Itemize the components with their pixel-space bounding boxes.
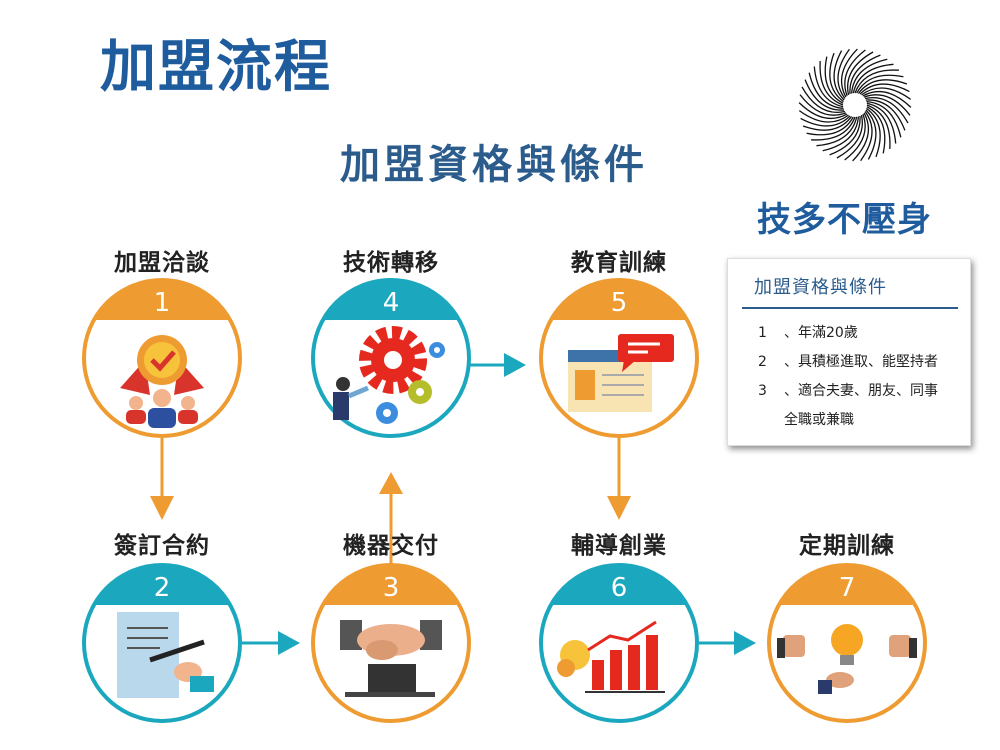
spiral-stroke — [863, 94, 911, 116]
spiral-stroke — [829, 52, 844, 103]
spiral-stroke — [864, 97, 909, 124]
step-number: 3 — [383, 573, 400, 603]
spiral-stroke — [854, 69, 899, 94]
spiral-stroke — [808, 72, 844, 110]
step-number: 7 — [839, 573, 856, 603]
step-number: 4 — [383, 288, 400, 318]
spiral-stroke — [837, 48, 850, 99]
spiral-stroke — [852, 63, 894, 94]
list-item: 1 、年滿20歲 — [758, 319, 970, 348]
arrow-6-to-7 — [699, 631, 756, 655]
step-label: 簽訂合約 — [114, 532, 210, 559]
step-1: 加盟洽談 1 — [82, 249, 242, 438]
spiral-logo — [798, 48, 912, 162]
arrow-5-to-6 — [607, 438, 631, 520]
spiral-stroke — [829, 115, 861, 156]
slogan: 技多不壓身 — [757, 200, 932, 240]
step-5: 教育訓練 5 — [539, 249, 699, 438]
step-label: 教育訓練 — [571, 249, 667, 276]
spiral-stroke — [801, 86, 846, 113]
spiral-stroke — [866, 107, 881, 158]
qualification-card: 加盟資格與條件 1 、年滿20歲 2 、具積極進取、能堅持者 3 、適合夫妻、朋友、同… — [727, 258, 971, 446]
list-item: 3 、適合夫妻、朋友、同事 — [758, 377, 970, 406]
step-3: 機器交付 3 — [311, 532, 471, 723]
card-divider — [742, 307, 958, 309]
idea-bulb-icon — [777, 624, 917, 694]
list-item: 全職或兼職 — [758, 406, 970, 435]
card-title: 加盟資格與條件 — [754, 277, 887, 298]
spiral-stroke — [844, 113, 866, 161]
arrow-4-to-5 — [470, 353, 526, 377]
page-title: 加盟流程 — [100, 35, 332, 100]
step-6: 輔導創業 6 — [539, 532, 699, 723]
spiral-stroke — [847, 51, 874, 96]
qualification-list: 1 、年滿20歲 2 、具積極進取、能堅持者 3 、適合夫妻、朋友、同事 全職或兼職 — [728, 319, 970, 435]
step-4: 技術轉移 4 — [311, 249, 471, 438]
item-text: 全職或兼職 — [784, 412, 854, 428]
spiral-stroke — [849, 54, 881, 95]
spiral-stroke — [850, 58, 888, 94]
spiral-stroke — [811, 116, 856, 141]
step-label: 加盟洽談 — [113, 249, 210, 276]
step-7: 定期訓練 7 — [767, 532, 927, 723]
growth-chart-icon — [557, 620, 665, 693]
spiral-stroke — [840, 48, 858, 98]
spiral-stroke — [799, 94, 847, 116]
spiral-stroke — [800, 115, 851, 127]
spiral-stroke — [860, 111, 873, 162]
spiral-stroke — [866, 106, 886, 154]
step-2: 簽訂合約 2 — [82, 532, 242, 723]
spiral-stroke — [833, 50, 845, 101]
spiral-stroke — [844, 49, 866, 97]
spiral-stroke — [836, 114, 863, 159]
page-subtitle: 加盟資格與條件 — [340, 142, 648, 188]
item-number: 2 — [758, 354, 767, 370]
spiral-stroke — [798, 110, 849, 123]
step-number: 1 — [154, 288, 171, 318]
spiral-stroke — [859, 83, 910, 95]
step-label: 機器交付 — [343, 532, 439, 559]
item-number: 1 — [758, 325, 767, 341]
item-text: 、年滿20歲 — [784, 325, 858, 341]
spiral-stroke — [861, 87, 912, 100]
arrow-1-to-2 — [150, 438, 174, 520]
contract-sign-icon — [117, 612, 214, 698]
spiral-stroke — [804, 79, 845, 111]
spiral-stroke — [819, 61, 844, 106]
spiral-stroke — [862, 90, 912, 108]
spiral-stroke — [857, 79, 908, 94]
spiral-stroke — [813, 66, 844, 108]
spiral-stroke — [824, 56, 844, 104]
list-item: 2 、具積極進取、能堅持者 — [758, 348, 970, 377]
step-label: 技術轉移 — [343, 249, 439, 276]
item-text: 、適合夫妻、朋友、同事 — [784, 383, 938, 399]
spiral-stroke — [816, 116, 858, 147]
item-number: 3 — [758, 383, 767, 399]
spiral-stroke — [866, 104, 891, 149]
spiral-stroke — [798, 102, 848, 120]
step-label: 輔導創業 — [571, 532, 667, 559]
step-label: 定期訓練 — [799, 532, 895, 559]
spiral-stroke — [866, 102, 897, 144]
step-number: 6 — [611, 573, 628, 603]
training-screen-icon — [568, 334, 674, 412]
step-number: 5 — [611, 288, 628, 318]
item-text: 、具積極進取、能堅持者 — [784, 354, 938, 370]
spiral-stroke — [865, 109, 877, 160]
award-team-icon — [120, 335, 204, 428]
spiral-stroke — [822, 116, 860, 152]
step-number: 2 — [154, 573, 171, 603]
handshake-icon — [340, 620, 442, 697]
spiral-stroke — [802, 116, 853, 131]
spiral-stroke — [856, 74, 904, 94]
spiral-stroke — [806, 116, 854, 136]
spiral-stroke — [865, 99, 906, 131]
arrow-2-to-3 — [242, 631, 300, 655]
spiral-stroke — [866, 100, 902, 138]
arrow-3-to-4 — [379, 472, 403, 565]
gears-icon — [333, 326, 445, 424]
spiral-stroke — [852, 112, 870, 162]
